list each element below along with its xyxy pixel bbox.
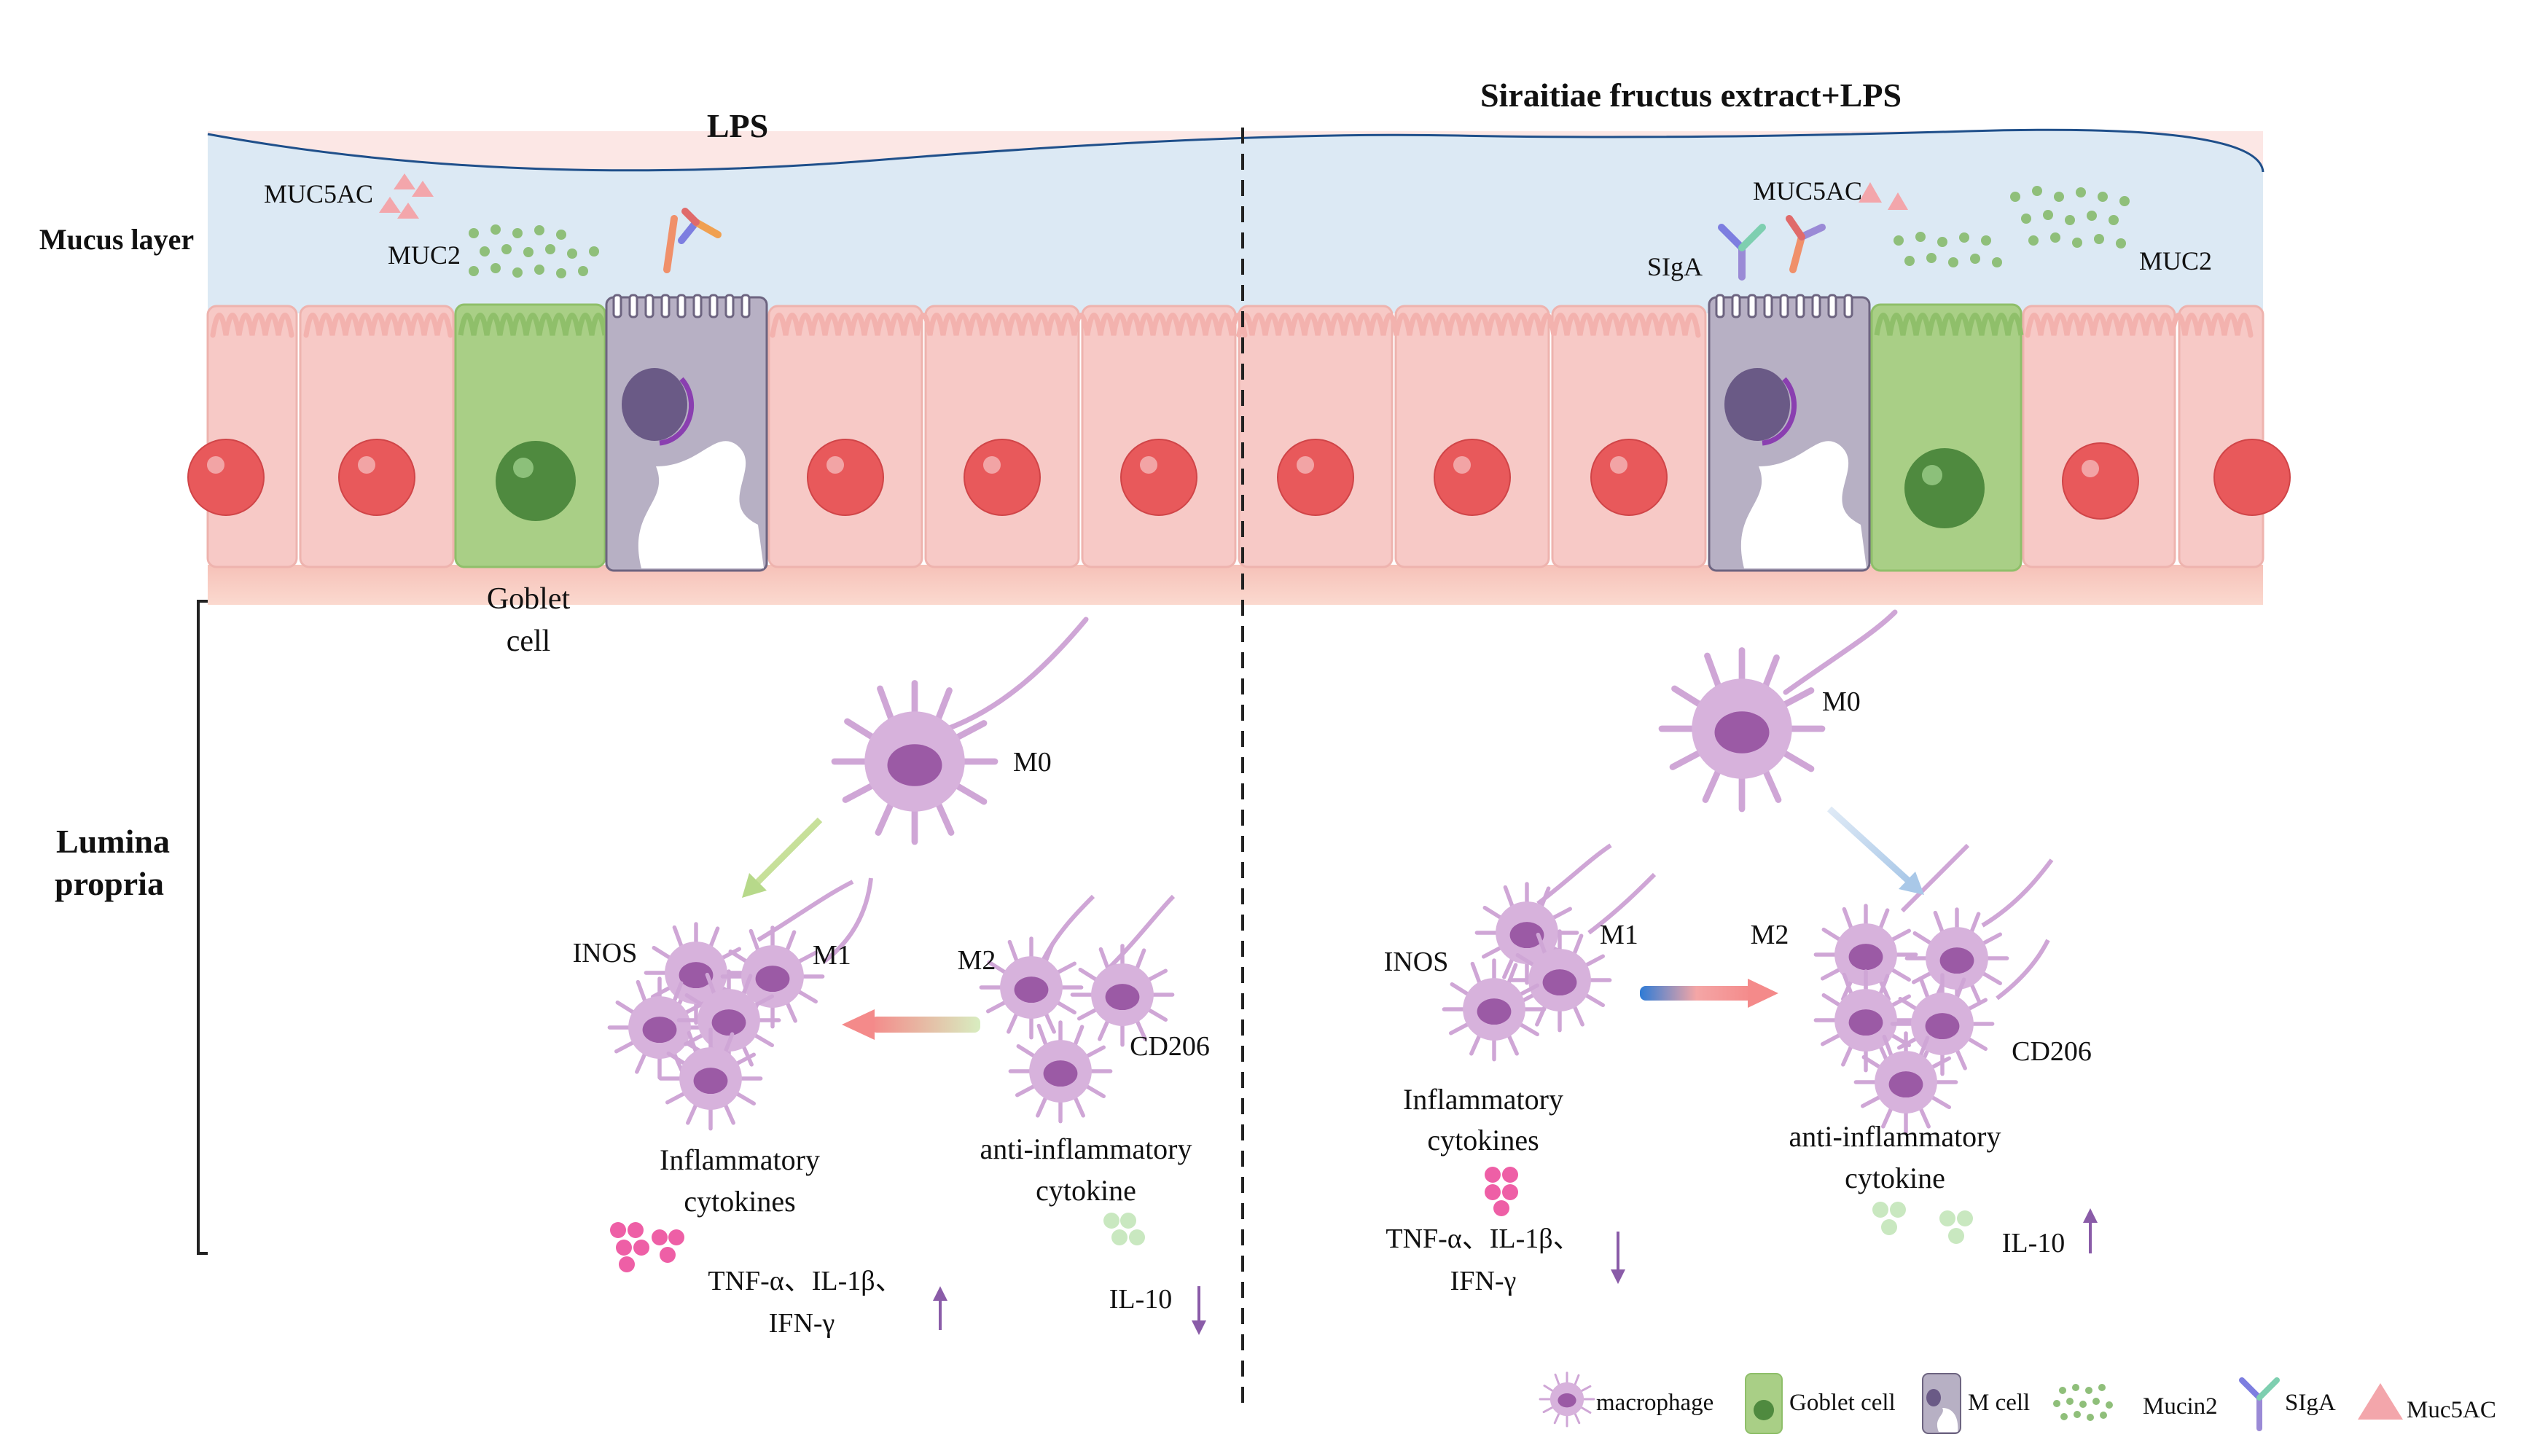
right-m1-label: M1 <box>1600 920 1638 950</box>
right-cd206-label: CD206 <box>2012 1036 2092 1067</box>
tnf-down-arrow-icon <box>1611 1232 1625 1284</box>
left-macrophages <box>609 617 1206 1335</box>
legend-muc5ac-icon <box>2358 1383 2403 1420</box>
legend-goblet-cell-icon <box>1745 1373 1783 1434</box>
legend-m-cell-icon <box>1922 1373 1961 1434</box>
muc5ac-triangles-right <box>1859 182 1908 210</box>
legend <box>1539 1371 2403 1434</box>
m0-to-m2-arrow-right <box>1826 806 1912 885</box>
m-cell-left <box>605 294 768 572</box>
legend-siga-icon <box>2239 1377 2280 1431</box>
right-macrophages <box>1444 609 2098 1284</box>
left-inos-label: INOS <box>573 938 638 968</box>
macrophage-cluster-m2-left <box>981 894 1176 1122</box>
text-layer: LPS Siraitiae fructus extract+LPS Mucus … <box>39 77 2496 1423</box>
macrophage-m0-right <box>1662 609 1898 809</box>
siga-antibody-right <box>1718 215 1826 281</box>
legend-muc5ac-label: Muc5AC <box>2407 1397 2496 1423</box>
left-tnf-label-line1: TNF-α、IL-1β、 <box>708 1266 902 1296</box>
il10-down-arrow-icon <box>1192 1286 1206 1335</box>
right-m0-label: M0 <box>1822 686 1861 717</box>
pink-cytokine-dots-left <box>610 1222 684 1272</box>
legend-mcell-label: M cell <box>1968 1390 2030 1416</box>
left-inflammatory-label-line2: cytokines <box>684 1185 795 1218</box>
left-panel-title: LPS <box>707 107 768 144</box>
right-m2-label: M2 <box>1751 920 1789 950</box>
left-m0-label: M0 <box>1013 747 1052 778</box>
m2-to-m1-arrow-left <box>871 1017 980 1033</box>
right-tnf-label-line1: TNF-α、IL-1β、 <box>1386 1224 1580 1254</box>
left-inflammatory-label-line1: Inflammatory <box>660 1143 820 1176</box>
right-siga-label: SIgA <box>1647 252 1703 281</box>
legend-mucin2-icon <box>2053 1384 2113 1421</box>
left-muc2-label: MUC2 <box>388 240 461 270</box>
left-cd206-label: CD206 <box>1130 1031 1210 1062</box>
green-cytokine-dots-right <box>1872 1202 1973 1244</box>
right-inflammatory-label-line1: Inflammatory <box>1403 1083 1563 1116</box>
macrophage-cluster-m1-right <box>1444 843 1657 1060</box>
goblet-cell-label-line2: cell <box>507 625 551 658</box>
left-il10-label: IL-10 <box>1109 1284 1173 1315</box>
goblet-cell-right <box>1870 303 2024 572</box>
left-m1-label: M1 <box>813 940 851 971</box>
lumina-propria-bracket <box>197 600 208 1255</box>
muc5ac-triangles-left <box>379 173 434 219</box>
green-cytokine-dots-left <box>1103 1213 1145 1245</box>
legend-mucin2-label: Mucin2 <box>2143 1393 2218 1420</box>
right-anti-inflammatory-label-line1: anti-inflammatory <box>1789 1120 2001 1153</box>
right-panel-title: Siraitiae fructus extract+LPS <box>1480 77 1902 114</box>
legend-siga-label: SIgA <box>2285 1390 2336 1416</box>
m-cell-right <box>1708 294 1871 572</box>
propria-label: propria <box>55 865 164 902</box>
tnf-up-arrow-icon <box>933 1286 947 1330</box>
legend-macrophage-label: macrophage <box>1596 1390 1713 1416</box>
legend-goblet-label: Goblet cell <box>1789 1390 1896 1416</box>
mucus-layer-label: Mucus layer <box>39 223 194 256</box>
lumina-label: Lumina <box>56 823 170 860</box>
epithelial-cells <box>187 305 2291 568</box>
right-il10-label: IL-10 <box>2002 1228 2066 1259</box>
right-tnf-label-line2: IFN-γ <box>1450 1266 1517 1296</box>
pink-cytokine-dots-right <box>1485 1167 1518 1216</box>
macrophage-m0-left <box>835 617 1089 842</box>
muc2-granules-right <box>1894 186 2130 267</box>
m1-to-m2-arrow-right <box>1640 986 1753 1001</box>
goblet-cell-label-line1: Goblet <box>487 582 571 616</box>
legend-macrophage-icon <box>1539 1371 1595 1428</box>
il10-up-arrow-icon <box>2083 1208 2098 1253</box>
right-inflammatory-label-line2: cytokines <box>1427 1124 1539 1156</box>
macrophage-cluster-m2-right <box>1816 843 2054 1132</box>
m0-to-m1-arrow-left <box>751 817 823 888</box>
muc2-granules-left <box>469 224 599 278</box>
right-inos-label: INOS <box>1384 947 1449 977</box>
left-tnf-label-line2: IFN-γ <box>769 1308 835 1339</box>
epithelium-band <box>187 128 2291 605</box>
right-anti-inflammatory-label-line2: cytokine <box>1845 1162 1945 1194</box>
goblet-cell-left <box>454 303 608 568</box>
macrophage-cluster-m1-left <box>609 877 873 1129</box>
right-muc5ac-label: MUC5AC <box>1753 176 1862 206</box>
right-muc2-label: MUC2 <box>2139 246 2212 275</box>
antibody-left <box>663 208 722 273</box>
left-muc5ac-label: MUC5AC <box>264 179 373 208</box>
left-m2-label: M2 <box>958 945 996 976</box>
left-anti-inflammatory-label-line2: cytokine <box>1036 1174 1136 1207</box>
left-anti-inflammatory-label-line1: anti-inflammatory <box>980 1132 1192 1165</box>
